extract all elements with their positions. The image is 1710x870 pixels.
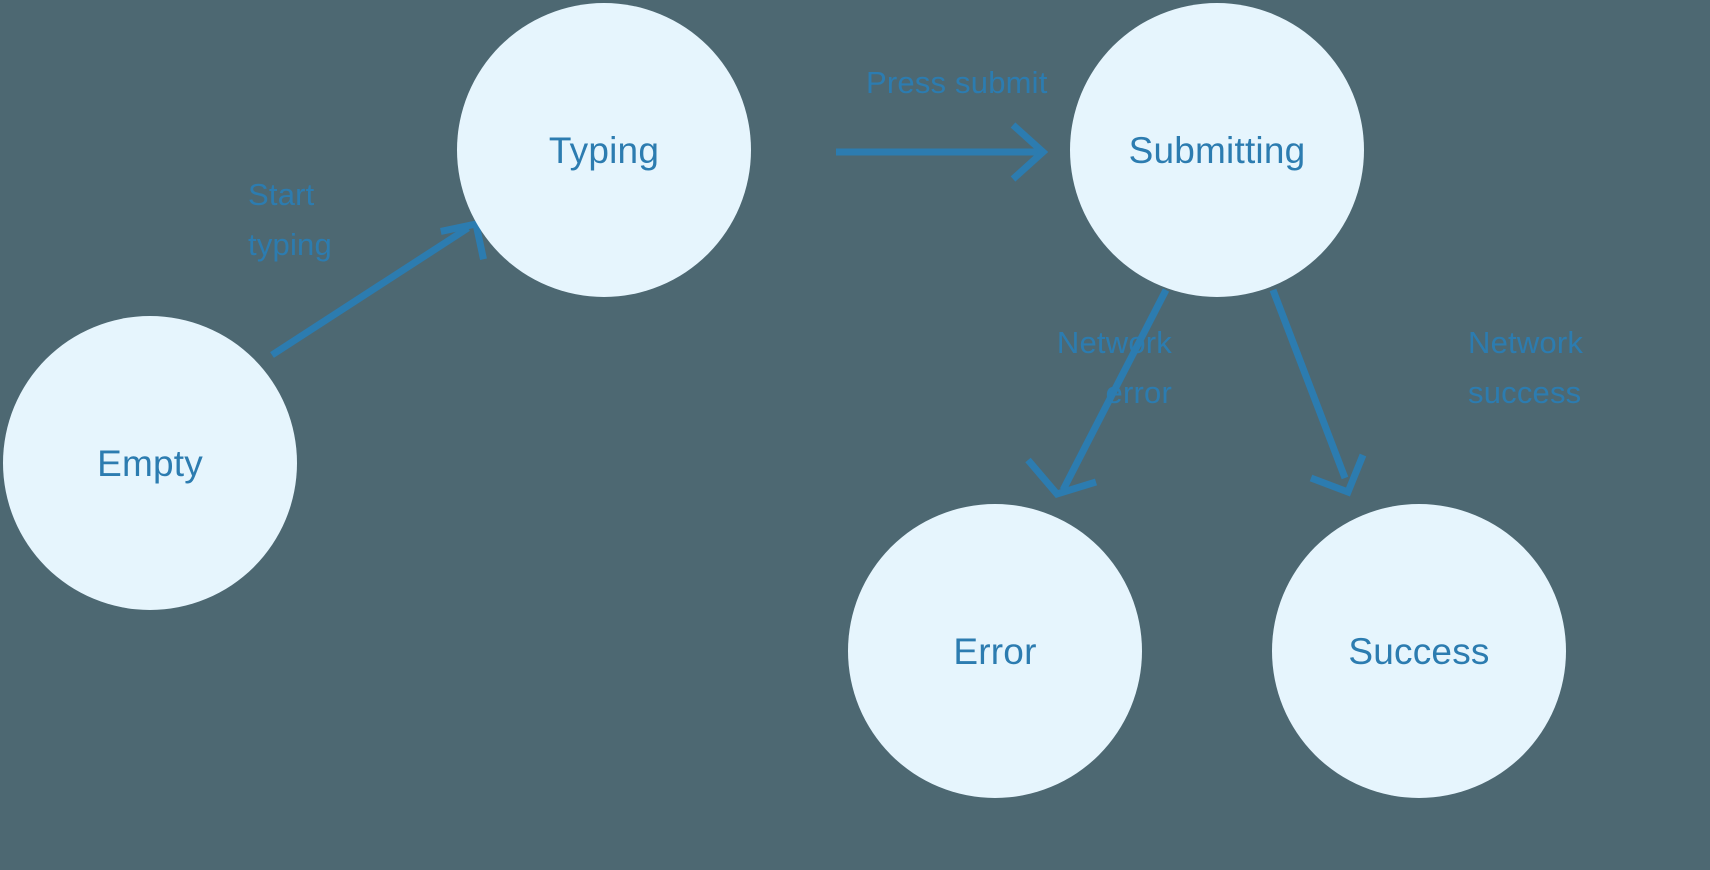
- state-node-submitting[interactable]: Submitting: [1070, 3, 1364, 297]
- arrowhead-submitting-error: [1025, 457, 1098, 499]
- state-label-submitting: Submitting: [1128, 129, 1306, 171]
- state-node-error[interactable]: Error: [848, 504, 1142, 798]
- edge-line-empty-typing: [270, 225, 470, 358]
- edge-typing-to-submitting: [836, 122, 1049, 182]
- state-node-success[interactable]: Success: [1272, 504, 1566, 798]
- edge-line-submitting-error: [1059, 288, 1170, 492]
- edge-label-press-submit: Press submit: [866, 65, 1048, 100]
- edge-submitting-to-error: [1025, 288, 1170, 499]
- state-label-typing: Typing: [548, 129, 660, 171]
- edge-label-start-typing: Start typing: [248, 177, 332, 262]
- state-label-success: Success: [1348, 630, 1490, 672]
- state-node-empty[interactable]: Empty: [3, 316, 297, 610]
- edge-line-submitting-success: [1269, 288, 1349, 480]
- arrowhead-typing-submitting: [1010, 122, 1049, 182]
- edge-submitting-to-success: [1269, 288, 1367, 497]
- arrowhead-submitting-success: [1309, 453, 1367, 497]
- state-label-empty: Empty: [97, 442, 203, 484]
- edge-label-network-success: Network success: [1468, 325, 1584, 410]
- state-node-typing[interactable]: Typing: [457, 3, 751, 297]
- edge-label-network-error: Network error: [1056, 325, 1172, 410]
- state-label-error: Error: [953, 630, 1037, 672]
